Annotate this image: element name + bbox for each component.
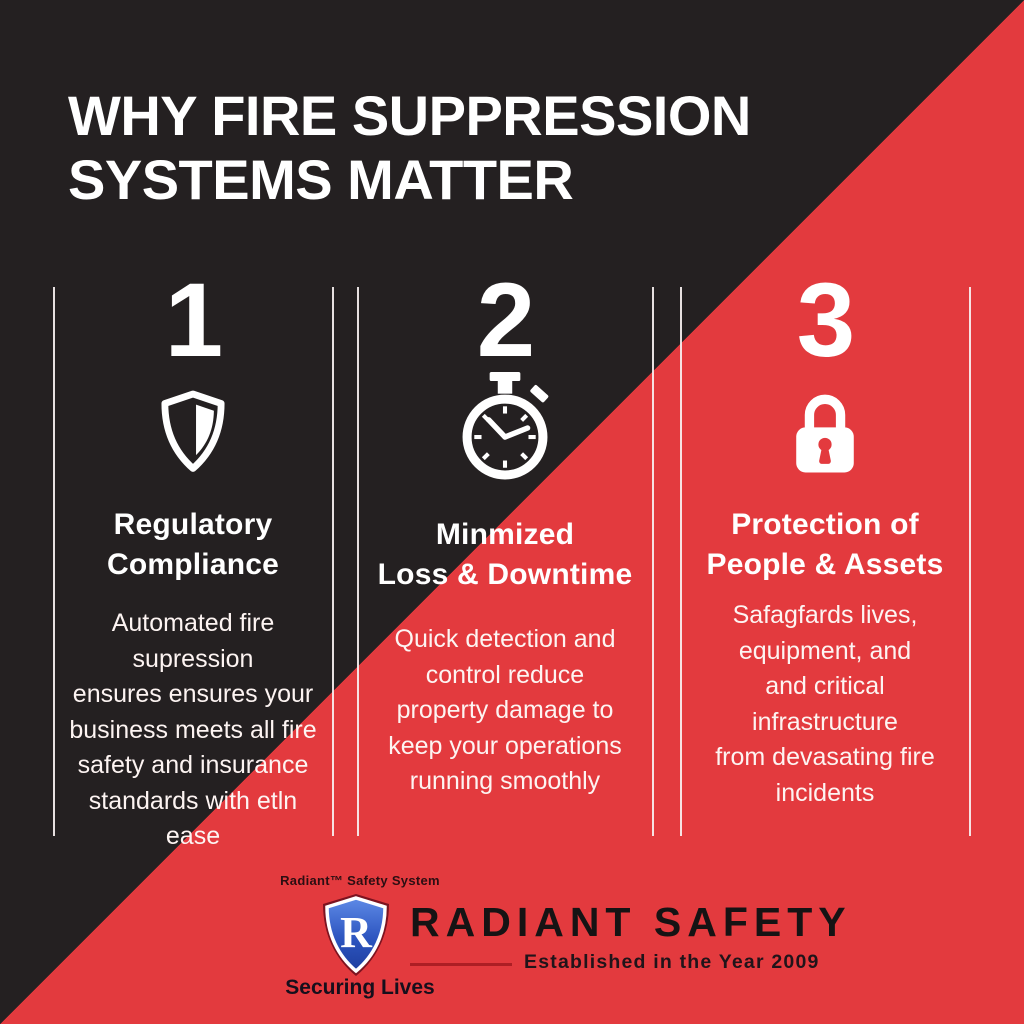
divider-line [357, 287, 359, 836]
column-number: 2 [476, 262, 535, 379]
page-title: WHY FIRE SUPPRESSION SYSTEMS MATTER [68, 84, 751, 211]
divider-line [53, 287, 55, 836]
established-divider-line [410, 963, 512, 966]
column-number: 1 [164, 262, 223, 379]
column-body: Automated fire supression ensures ensure… [69, 609, 317, 851]
column-protection-people-assets: 3 Protection of People & Assets Safagfar… [680, 268, 970, 811]
column-body: Quick detection and control reduce prope… [388, 625, 622, 796]
padlock-icon [790, 381, 860, 483]
logo-letter: R [340, 908, 373, 957]
logo-top-text: Radiant™ Safety System [280, 873, 440, 888]
stopwatch-icon [455, 372, 555, 480]
column-heading: Regulatory Compliance [106, 508, 280, 581]
divider-line [332, 287, 334, 836]
established-text: Established in the Year 2009 [524, 951, 820, 973]
column-body: Safagfards lives, equipment, and and cri… [715, 601, 935, 807]
column-heading: Minmized Loss & Downtime [377, 518, 633, 591]
column-minimized-loss-downtime: 2 [357, 268, 653, 800]
logo-tagline: Securing Lives [285, 976, 435, 999]
divider-line [652, 287, 654, 836]
shield-half-icon [155, 381, 231, 483]
column-heading: Protection of People & Assets [706, 508, 944, 581]
column-regulatory-compliance: 1 Regulatory Compliance Automated fire s… [53, 268, 333, 855]
divider-line [680, 287, 682, 836]
divider-line [969, 287, 971, 836]
brand-name: RADIANT SAFETY [410, 899, 852, 945]
column-number: 3 [796, 262, 855, 379]
radiant-shield-logo: R [320, 892, 392, 983]
